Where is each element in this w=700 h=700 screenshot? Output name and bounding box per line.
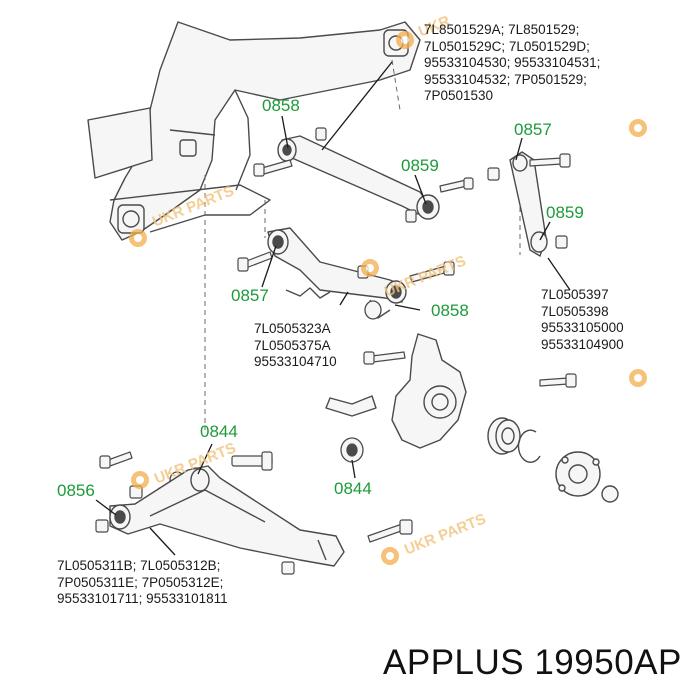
- part-numbers-toe-link: 7L0505397 7L0505398 95533105000 95533104…: [541, 287, 624, 353]
- part-number-line: 7L8501529A; 7L8501529;: [424, 22, 580, 37]
- footer-title: APPLUS 19950AP: [383, 643, 682, 682]
- part-number-line: 7L0505397: [541, 287, 609, 302]
- part-number-line: 95533104900: [541, 336, 624, 352]
- toe-link: [509, 151, 548, 257]
- part-numbers-middle-link: 7L0505323A 7L0505375A 95533104710: [254, 321, 337, 371]
- part-number-line: 7L0501529C; 7L0501529D;: [424, 38, 590, 54]
- callout-0857: 0857: [514, 120, 552, 139]
- watermark-gear-icon: [129, 31, 647, 565]
- dashed-guides: [204, 59, 521, 430]
- middle-link: [267, 227, 407, 319]
- callout-0857: 0857: [231, 286, 269, 305]
- part-numbers-lower-arm: 7L0505311B; 7L0505312B; 7P0505311E; 7P05…: [57, 558, 228, 608]
- part-number-line: 95533105000: [541, 320, 624, 335]
- callout-0858: 0858: [262, 96, 300, 115]
- part-number-line: 7L0505323A: [254, 321, 331, 336]
- part-number-line: 7L0505311B; 7L0505312B;: [57, 558, 221, 573]
- upper-link: [277, 135, 440, 220]
- part-number-line: 95533104710: [254, 354, 337, 369]
- callout-0844: 0844: [200, 422, 238, 441]
- part-number-line: 95533104532; 7P0501529;: [424, 71, 587, 87]
- watermarks: [129, 31, 647, 565]
- lower-control-arm: [109, 465, 345, 567]
- wheel-bearing: [487, 417, 619, 503]
- leader-lines: [95, 61, 571, 556]
- callout-0856: 0856: [57, 481, 95, 500]
- callout-0858: 0858: [431, 301, 469, 320]
- part-number-line: 95533104530; 95533104531;: [424, 55, 601, 70]
- part-number-line: 7L0505398: [541, 303, 609, 319]
- part-number-line: 7P0501530: [424, 88, 494, 103]
- part-numbers-upper-link: 7L8501529A; 7L8501529; 7L0501529C; 7L050…: [424, 22, 600, 105]
- callout-0859: 0859: [546, 203, 584, 222]
- callout-0844: 0844: [334, 479, 372, 498]
- part-number-line: 7P0505311E; 7P0505312E;: [57, 574, 224, 590]
- part-number-line: 95533101711; 95533101811: [57, 591, 228, 606]
- callout-0859: 0859: [401, 156, 439, 175]
- part-number-line: 7L0505375A: [254, 337, 331, 353]
- rear-subframe: [87, 21, 421, 241]
- hub-carrier: [325, 333, 467, 449]
